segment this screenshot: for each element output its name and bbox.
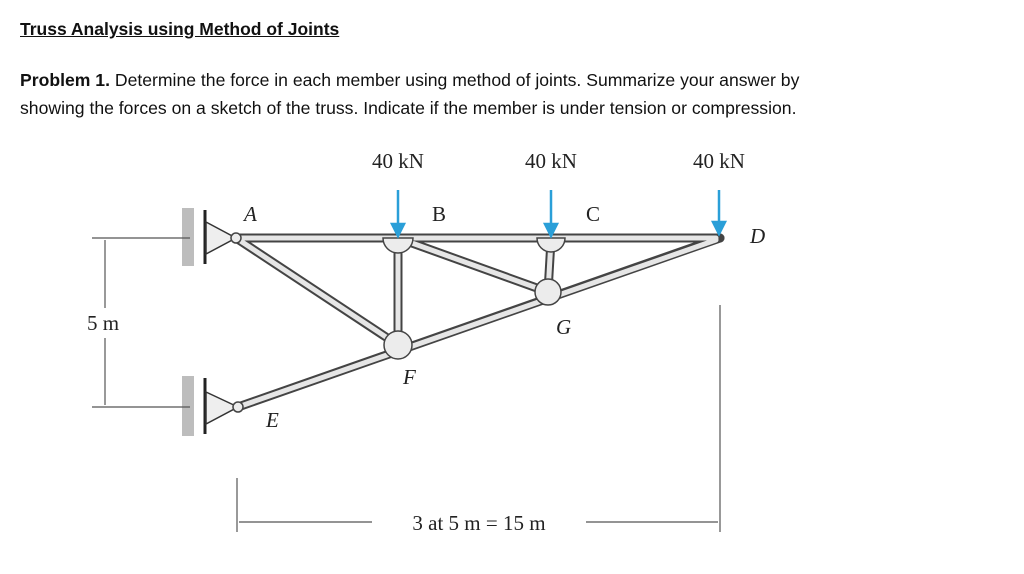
joint-label-b: B [432,202,446,226]
joint-label-f: F [402,365,416,389]
problem-text-1: Determine the force in each member using… [109,70,800,90]
problem-line-2: showing the forces on a sketch of the tr… [20,98,797,118]
load-label-c: 40 kN [525,149,577,173]
problem-line-1: Problem 1. Determine the force in each m… [20,70,799,91]
joint-label-d: D [749,224,765,248]
joint-label-e: E [265,408,279,432]
wall-top [182,208,194,266]
height-dimension [92,237,190,408]
joint-label-a: A [242,202,257,226]
joint-label-c: C [586,202,600,226]
joint-plates [230,232,566,413]
problem-label: Problem 1. [20,70,110,90]
height-dim-label: 5 m [87,311,119,335]
load-label-b: 40 kN [372,149,424,173]
support-a [205,220,238,256]
joint-label-g: G [556,315,571,339]
wall-bottom [182,376,194,436]
page-title: Truss Analysis using Method of Joints [20,19,340,39]
span-dim-label: 3 at 5 m = 15 m [412,511,545,535]
load-arrows [389,190,728,239]
span-dimension [236,305,721,532]
load-label-d: 40 kN [693,149,745,173]
support-e [205,390,240,426]
